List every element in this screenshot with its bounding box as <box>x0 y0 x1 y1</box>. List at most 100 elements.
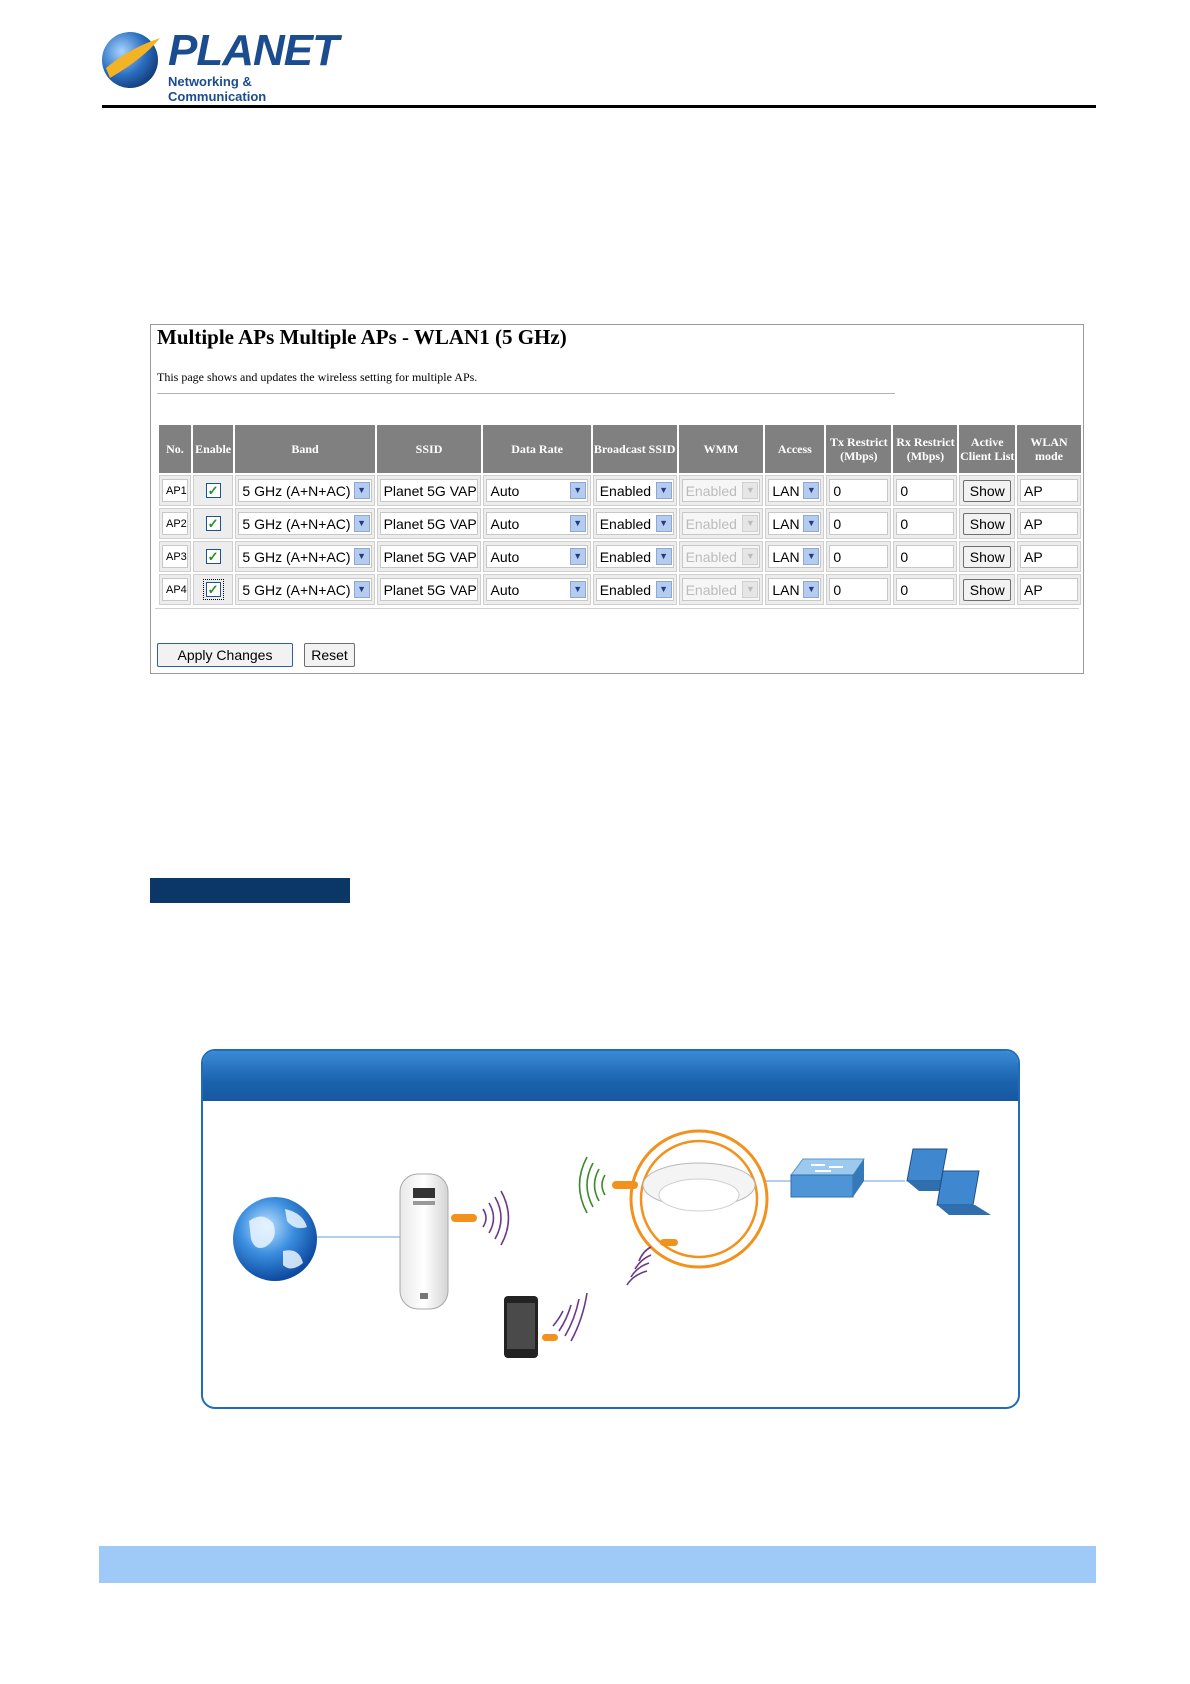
access-select[interactable]: LAN▼ <box>768 512 822 535</box>
ap-number: AP3 <box>162 545 188 568</box>
data-rate-select[interactable]: Auto ▼ <box>486 578 588 601</box>
wlan-mode-field[interactable]: AP <box>1020 545 1078 568</box>
wmm-value: Enabled <box>685 581 737 598</box>
data-rate-select[interactable]: Auto▼ <box>486 545 588 568</box>
col-ssid: SSID <box>376 425 482 473</box>
chevron-down-icon: ▼ <box>655 548 672 565</box>
access-select[interactable]: LAN▼ <box>768 578 822 601</box>
chevron-down-icon: ▼ <box>353 548 370 565</box>
header-rule <box>102 105 1096 108</box>
enable-checkbox[interactable]: ✓ <box>205 549 221 564</box>
access-value: LAN <box>772 581 800 598</box>
col-rx-restrict: Rx Restrict (Mbps) <box>893 425 958 473</box>
topology-drawing <box>233 1129 991 1358</box>
ssid-input[interactable]: Planet 5G VAP <box>379 512 479 535</box>
ssid-input[interactable]: Planet 5G VAP <box>379 545 479 568</box>
chevron-down-icon: ▼ <box>569 482 586 499</box>
wmm-value: Enabled <box>685 515 737 532</box>
footer-bar <box>99 1546 1096 1583</box>
enable-checkbox[interactable]: ✓ <box>205 516 221 531</box>
wifi-signal-icon <box>552 1292 588 1342</box>
wmm-select: Enabled ▼ <box>681 578 761 601</box>
chevron-down-icon: ▼ <box>569 581 586 598</box>
wifi-signal-icon <box>578 1156 606 1214</box>
enable-checkbox[interactable]: ✓ <box>205 483 221 498</box>
wlan-mode-field[interactable]: AP <box>1020 578 1078 601</box>
smartphone-icon <box>504 1296 538 1358</box>
chevron-down-icon: ▼ <box>803 515 820 532</box>
table-row: AP3 ✓ 5 GHz (A+N+AC)▼ Planet 5G VAP Auto… <box>159 541 1081 572</box>
switch-icon <box>790 1158 865 1198</box>
rx-restrict-input[interactable]: 0 <box>896 578 955 601</box>
reset-button[interactable]: Reset <box>304 643 355 667</box>
col-tx-restrict: Tx Restrict (Mbps) <box>826 425 892 473</box>
broadcast-ssid-select[interactable]: Enabled▼ <box>595 512 674 535</box>
tx-restrict-input[interactable]: 0 <box>829 512 889 535</box>
chevron-down-icon: ▼ <box>353 482 370 499</box>
show-client-list-button[interactable]: Show <box>963 545 1012 568</box>
planet-globe-logo-icon <box>102 32 160 88</box>
rx-restrict-input[interactable]: 0 <box>896 479 955 502</box>
band-select[interactable]: 5 GHz (A+N+AC)▼ <box>238 479 372 502</box>
signal-indicator <box>451 1214 477 1222</box>
access-value: LAN <box>772 515 800 532</box>
enable-checkbox[interactable]: ✓ <box>202 579 224 600</box>
chevron-down-icon: ▼ <box>803 581 820 598</box>
access-select[interactable]: LAN▼ <box>768 545 822 568</box>
show-client-list-button[interactable]: Show <box>963 578 1012 601</box>
table-header-row: No. Enable Band SSID Data Rate Broadcast… <box>159 425 1081 473</box>
chevron-down-icon: ▼ <box>655 581 672 598</box>
ssid-input[interactable]: Planet 5G VAP <box>379 479 479 502</box>
show-client-list-button[interactable]: Show <box>963 512 1012 535</box>
wmm-select: Enabled▼ <box>681 479 761 502</box>
wlan-mode-field[interactable]: AP <box>1020 479 1078 502</box>
col-access: Access <box>765 425 825 473</box>
col-wmm: WMM <box>678 425 764 473</box>
rx-restrict-input[interactable]: 0 <box>896 545 955 568</box>
multiple-aps-table: No. Enable Band SSID Data Rate Broadcast… <box>157 423 1083 607</box>
table-row: AP2 ✓ 5 GHz (A+N+AC)▼ Planet 5G VAP Auto… <box>159 508 1081 539</box>
network-topology-diagram <box>201 1049 1020 1409</box>
broadcast-ssid-value: Enabled <box>599 482 652 499</box>
laptop-icon <box>936 1170 991 1215</box>
wifi-signal-icon <box>482 1190 510 1246</box>
band-value: 5 GHz (A+N+AC) <box>242 581 351 598</box>
band-value: 5 GHz (A+N+AC) <box>242 515 351 532</box>
broadcast-ssid-value: Enabled <box>599 548 652 565</box>
ap-number: AP4 <box>162 578 188 601</box>
data-rate-select[interactable]: Auto▼ <box>486 479 588 502</box>
data-rate-value: Auto <box>490 581 520 598</box>
section-heading-bar <box>150 878 350 903</box>
broadcast-ssid-select[interactable]: Enabled▼ <box>595 479 674 502</box>
ap-number: AP1 <box>162 479 188 502</box>
ssid-input[interactable]: Planet 5G VAP <box>379 578 479 601</box>
table-row: AP4 ✓ 5 GHz (A+N+AC)▼ Planet 5G VAP Auto… <box>159 574 1081 605</box>
chevron-down-icon: ▼ <box>742 581 759 598</box>
chevron-down-icon: ▼ <box>655 515 672 532</box>
tx-restrict-input[interactable]: 0 <box>829 578 889 601</box>
tx-restrict-input[interactable]: 0 <box>829 545 889 568</box>
data-rate-select[interactable]: Auto▼ <box>486 512 588 535</box>
rx-restrict-input[interactable]: 0 <box>896 512 955 535</box>
band-select[interactable]: 5 GHz (A+N+AC)▼ <box>238 545 372 568</box>
page-title: Multiple APs Multiple APs - WLAN1 (5 GHz… <box>157 325 567 349</box>
divider <box>157 393 895 394</box>
table-row: AP1 ✓ 5 GHz (A+N+AC)▼ Planet 5G VAP Auto… <box>159 475 1081 506</box>
ceiling-ap-icon <box>629 1129 769 1269</box>
wlan-mode-field[interactable]: AP <box>1020 512 1078 535</box>
apply-changes-button[interactable]: Apply Changes <box>157 643 293 667</box>
band-select[interactable]: 5 GHz (A+N+AC)▼ <box>238 578 372 601</box>
data-rate-value: Auto <box>490 515 520 532</box>
broadcast-ssid-select[interactable]: Enabled▼ <box>595 545 674 568</box>
access-select[interactable]: LAN▼ <box>768 479 822 502</box>
chevron-down-icon: ▼ <box>655 482 672 499</box>
band-select[interactable]: 5 GHz (A+N+AC)▼ <box>238 512 372 535</box>
logo-tagline: Networking & Communication <box>168 74 267 104</box>
outdoor-cpe-icon <box>399 1173 449 1310</box>
band-value: 5 GHz (A+N+AC) <box>242 548 351 565</box>
band-value: 5 GHz (A+N+AC) <box>242 482 351 499</box>
show-client-list-button[interactable]: Show <box>963 479 1012 502</box>
broadcast-ssid-select[interactable]: Enabled▼ <box>595 578 674 601</box>
col-no: No. <box>159 425 191 473</box>
tx-restrict-input[interactable]: 0 <box>829 479 889 502</box>
